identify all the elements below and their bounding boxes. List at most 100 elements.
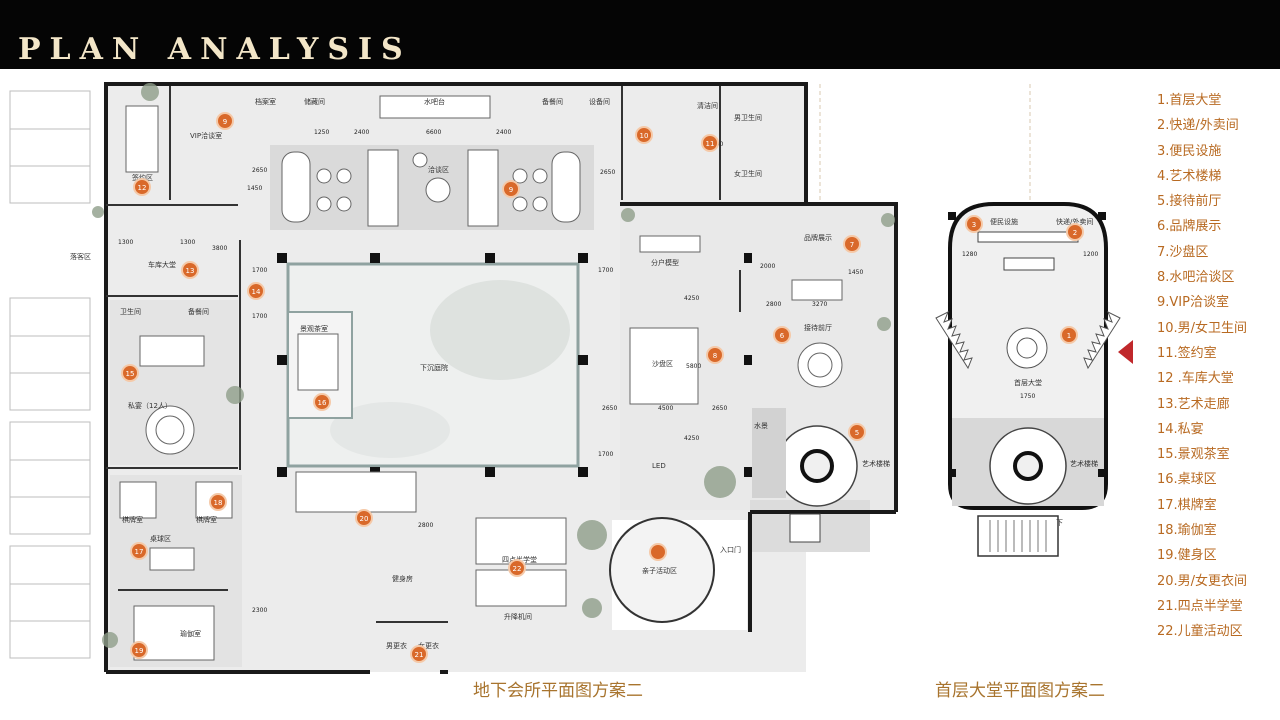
label-brand: 品牌展示: [804, 233, 832, 242]
ground-dimensions: 1280 1200 1750: [962, 251, 1098, 400]
svg-text:2800: 2800: [766, 301, 781, 308]
svg-text:2800: 2800: [418, 522, 433, 529]
label-gate: 入口门: [720, 545, 741, 554]
svg-text:3270: 3270: [812, 301, 827, 308]
legend-item: 17.棋牌室: [1157, 497, 1217, 513]
svg-text:6600: 6600: [426, 129, 441, 136]
svg-text:4500: 4500: [658, 405, 673, 412]
svg-text:1700: 1700: [598, 267, 613, 274]
label-chess1: 棋牌室: [122, 515, 143, 524]
legend-item: 5.接待前厅: [1157, 194, 1222, 210]
marker-3: 3: [965, 215, 983, 233]
marker-1: 1: [1060, 326, 1078, 344]
svg-text:5800: 5800: [686, 363, 701, 370]
label-kids: 亲子活动区: [642, 566, 677, 575]
label-toilet-small: 卫生间: [120, 307, 141, 316]
label-pantry: 备餐间: [188, 307, 209, 316]
label-cleaning: 清洁间: [697, 101, 718, 110]
svg-text:2400: 2400: [354, 129, 369, 136]
label-tea-room: 景观茶室: [300, 324, 328, 333]
svg-text:9: 9: [223, 118, 227, 126]
svg-text:9: 9: [509, 186, 513, 194]
svg-text:11: 11: [706, 140, 715, 148]
svg-text:1300: 1300: [118, 239, 133, 246]
plants: [92, 83, 895, 648]
label-storage: 储藏间: [304, 97, 325, 106]
svg-text:13: 13: [186, 267, 195, 275]
legend-item: 18.瑜伽室: [1157, 523, 1217, 539]
marker-11: 12: [133, 178, 151, 196]
svg-text:1450: 1450: [247, 185, 262, 192]
label-standby: 备餐间: [542, 97, 563, 106]
label-convenience: 便民设施: [990, 217, 1018, 226]
svg-text:1280: 1280: [962, 251, 977, 258]
svg-text:1700: 1700: [252, 267, 267, 274]
legend-item: 6.品牌展示: [1157, 219, 1222, 235]
svg-text:8: 8: [713, 352, 717, 360]
marker-13: 14: [247, 282, 265, 300]
marker-19: 20: [355, 509, 373, 527]
label-private-dining: 私宴（12人）: [128, 401, 172, 410]
label-toilet-f: 女卫生间: [734, 169, 762, 178]
svg-text:1450: 1450: [848, 269, 863, 276]
svg-text:17: 17: [135, 548, 144, 556]
svg-text:12: 12: [138, 184, 147, 192]
marker-22: [649, 543, 667, 561]
label-model: 分户模型: [651, 258, 679, 267]
page-title: PLAN ANALYSIS: [18, 32, 412, 67]
svg-text:2650: 2650: [600, 169, 615, 176]
label-equipment: 设备间: [589, 97, 610, 106]
label-reception: 接待前厅: [804, 323, 832, 332]
legend-item: 22.儿童活动区: [1157, 624, 1243, 640]
svg-text:2300: 2300: [252, 607, 267, 614]
label-gym: 健身房: [392, 574, 413, 583]
marker-12: 13: [181, 261, 199, 279]
spiral-stair: [776, 425, 858, 507]
svg-text:16: 16: [318, 399, 327, 407]
marker-10: 11: [701, 134, 719, 152]
svg-text:4250: 4250: [684, 295, 699, 302]
marker-21: 22: [508, 559, 526, 577]
label-stairs: 艺术楼梯: [862, 459, 890, 468]
label-archive: 档案室: [255, 97, 276, 106]
label-stairs-ground: 艺术楼梯: [1070, 459, 1098, 468]
label-water-bar: 水吧台: [424, 97, 445, 106]
label-sand-table: 沙盘区: [652, 359, 673, 368]
svg-text:20: 20: [360, 515, 369, 523]
svg-text:14: 14: [252, 288, 261, 296]
header-bar: PLAN ANALYSIS: [0, 0, 1280, 69]
svg-text:15: 15: [126, 370, 135, 378]
svg-text:3: 3: [972, 221, 976, 229]
ground-room-labels: 便民设施 快递/外卖间 首层大堂 艺术楼梯 下: [990, 217, 1098, 527]
legend-item: 21.四点半学堂: [1157, 598, 1243, 614]
label-lobby: 首层大堂: [1014, 378, 1042, 387]
label-billiard: 桌球区: [150, 534, 171, 543]
label-elevator: 升降机间: [504, 612, 532, 621]
legend-item: 12 .车库大堂: [1157, 371, 1234, 387]
label-garden: 下沉庭院: [420, 363, 448, 372]
svg-text:1200: 1200: [1083, 251, 1098, 258]
svg-text:5: 5: [855, 429, 859, 437]
caption-ground: 首层大堂平面图方案二: [935, 681, 1105, 701]
svg-text:2650: 2650: [602, 405, 617, 412]
marker-16: 17: [130, 542, 148, 560]
label-vip: VIP洽谈室: [190, 131, 222, 140]
svg-text:19: 19: [135, 647, 144, 655]
legend-item: 8.水吧洽谈区: [1157, 270, 1235, 286]
parking-stalls: [9, 90, 91, 659]
label-led: LED: [652, 462, 666, 470]
svg-text:1300: 1300: [180, 239, 195, 246]
marker-6: 7: [843, 235, 861, 253]
basement-plan: 档案室 储藏间 水吧台 备餐间 设备间 洽谈区 VIP洽谈室 男卫生间 女卫生间…: [9, 82, 898, 674]
legend-item: 14.私宴: [1157, 421, 1204, 437]
label-toilet-m: 男卫生间: [734, 113, 762, 122]
svg-text:1250: 1250: [314, 129, 329, 136]
label-yoga: 瑜伽室: [180, 629, 201, 638]
marker-9a: 9: [216, 112, 234, 130]
svg-text:2650: 2650: [712, 405, 727, 412]
svg-text:2400: 2400: [496, 129, 511, 136]
svg-text:6: 6: [780, 332, 785, 340]
svg-text:1750: 1750: [1020, 393, 1035, 400]
marker-2: 2: [1066, 223, 1084, 241]
svg-text:4250: 4250: [684, 435, 699, 442]
